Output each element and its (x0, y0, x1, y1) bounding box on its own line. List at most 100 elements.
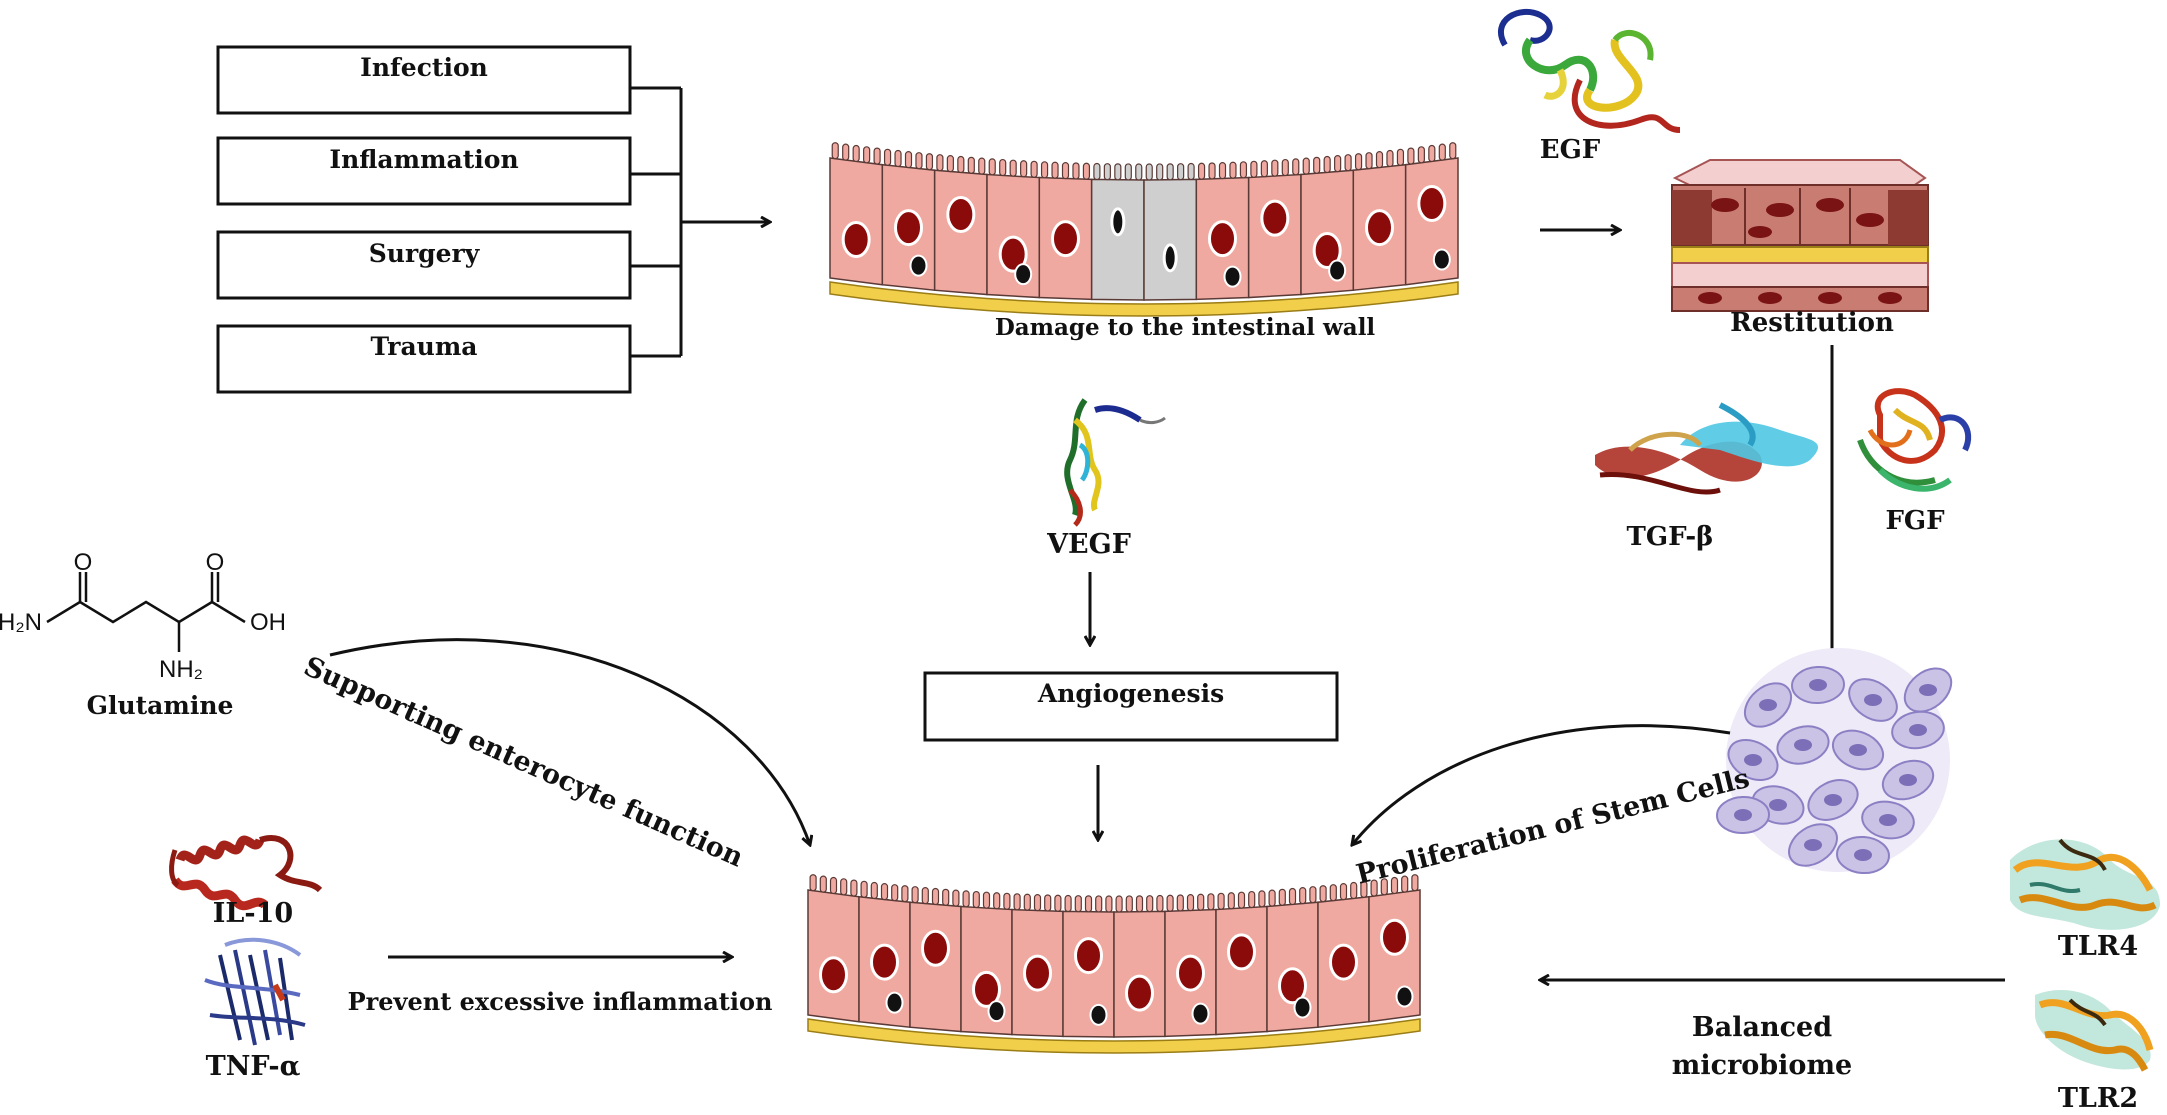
microvillus (1044, 894, 1052, 912)
egf-protein-icon (1497, 8, 1681, 133)
microvillus (840, 878, 848, 896)
microvillus (842, 143, 850, 161)
microvillus (1239, 161, 1248, 179)
vegf-protein-icon (1064, 398, 1166, 527)
microvillus (1237, 891, 1246, 909)
cause-label: Surgery (369, 239, 481, 268)
arrow-proliferation (1352, 724, 1731, 845)
microvillus (1268, 889, 1276, 907)
balanced-label-line1: Balanced (1692, 1012, 1832, 1043)
cell-vesicle (1395, 985, 1414, 1008)
microvillus (1135, 895, 1144, 913)
microvillus (1146, 895, 1154, 913)
cell-nucleus (1110, 207, 1126, 237)
arrow-supporting-enterocyte (329, 638, 810, 845)
microvillus (1302, 157, 1310, 175)
microvillus (1288, 887, 1297, 906)
microvillus (962, 890, 970, 908)
microvillus (1227, 892, 1235, 910)
microvillus (925, 153, 934, 171)
microvillus (850, 879, 858, 897)
microvillus (891, 884, 899, 902)
cell-nucleus (894, 209, 923, 247)
stem-cell-nucleus (1864, 694, 1882, 706)
microvillus (1334, 155, 1342, 173)
microvillus (911, 886, 919, 904)
microvillus (1054, 894, 1062, 912)
stem-cell-nucleus (1769, 799, 1787, 811)
cell-vesicle (1293, 996, 1312, 1019)
cell-vesicle (885, 991, 904, 1014)
microvillus (946, 155, 954, 173)
microvillus (1350, 881, 1358, 900)
microvillus (988, 158, 996, 176)
il10-protein-icon (169, 835, 323, 911)
cell-nucleus (1380, 918, 1409, 956)
tnf-alpha-label: TNF-α (206, 1051, 301, 1082)
microvillus (809, 874, 817, 892)
tlr2-label: TLR2 (2058, 1083, 2138, 1114)
vegf-label: VEGF (1046, 529, 1131, 560)
microvillus (829, 876, 838, 895)
microvillus (1278, 888, 1286, 906)
glutamine-atom-o-right: O (206, 549, 225, 576)
microvillus (1040, 161, 1049, 179)
cell-nucleus (1312, 232, 1342, 270)
microvillus (1344, 154, 1352, 172)
stem-cell-nucleus (1919, 684, 1937, 696)
glutamine-atom-oh: OH (250, 609, 286, 636)
cause-bracket (630, 86, 770, 358)
proliferation-label: Proliferation of Stem Cells (1353, 763, 1752, 891)
il10-label: IL-10 (213, 898, 293, 929)
microvillus (1411, 874, 1419, 892)
microvillus (978, 157, 986, 175)
microvillus (1299, 887, 1307, 905)
microvillus (942, 888, 950, 906)
microvillus (1135, 163, 1143, 181)
microvillus (1250, 160, 1258, 178)
microvillus (1082, 162, 1091, 180)
epithelial-cell (807, 889, 860, 1023)
microvillus (1125, 895, 1133, 913)
stem-cell-nucleus (1879, 814, 1897, 826)
cell-vesicle (1432, 248, 1451, 271)
microvillus (1271, 159, 1279, 177)
cell-nucleus (1162, 243, 1178, 273)
basement-membrane (829, 281, 1459, 317)
microvillus (1229, 161, 1237, 179)
glutamine-atom-h2n: H₂N (0, 609, 42, 636)
tgf-beta-protein-icon (1595, 402, 1819, 495)
microvillus (1003, 892, 1011, 910)
microvillus (1313, 156, 1321, 174)
microvillus (1386, 149, 1394, 168)
microvillus (1084, 895, 1093, 913)
microvillus (1095, 895, 1103, 913)
microvillus (1390, 876, 1399, 895)
restitution-tissue-illustration (1671, 159, 1929, 312)
microvillus (982, 891, 991, 909)
microvillus (1166, 163, 1174, 181)
microvillus (1187, 162, 1195, 181)
healed-intestinal-wall-illustration (807, 874, 1421, 1054)
microvillus (1260, 160, 1268, 178)
cell-nucleus (1176, 954, 1205, 992)
microvillus (880, 883, 889, 901)
glutamine-atom-nh2: NH₂ (159, 656, 203, 683)
epithelial-cell (1368, 889, 1421, 1023)
microvillus (1380, 878, 1388, 896)
microvillus (1396, 148, 1405, 166)
stem-cell-nucleus (1734, 809, 1752, 821)
prevent-inflammation-label: Prevent excessive inflammation (348, 987, 773, 1016)
microvillus (1417, 146, 1425, 164)
microvillus (873, 147, 881, 165)
microvillus (957, 155, 965, 174)
cell-nucleus (1051, 220, 1080, 258)
stem-cell-nucleus (1899, 774, 1917, 786)
microvillus (863, 146, 871, 164)
microvillus (993, 892, 1001, 910)
stem-cell-nucleus (1849, 744, 1867, 756)
microvillus (1218, 162, 1227, 180)
cell-nucleus (819, 956, 848, 994)
balanced-label-line2: microbiome (1672, 1050, 1852, 1081)
